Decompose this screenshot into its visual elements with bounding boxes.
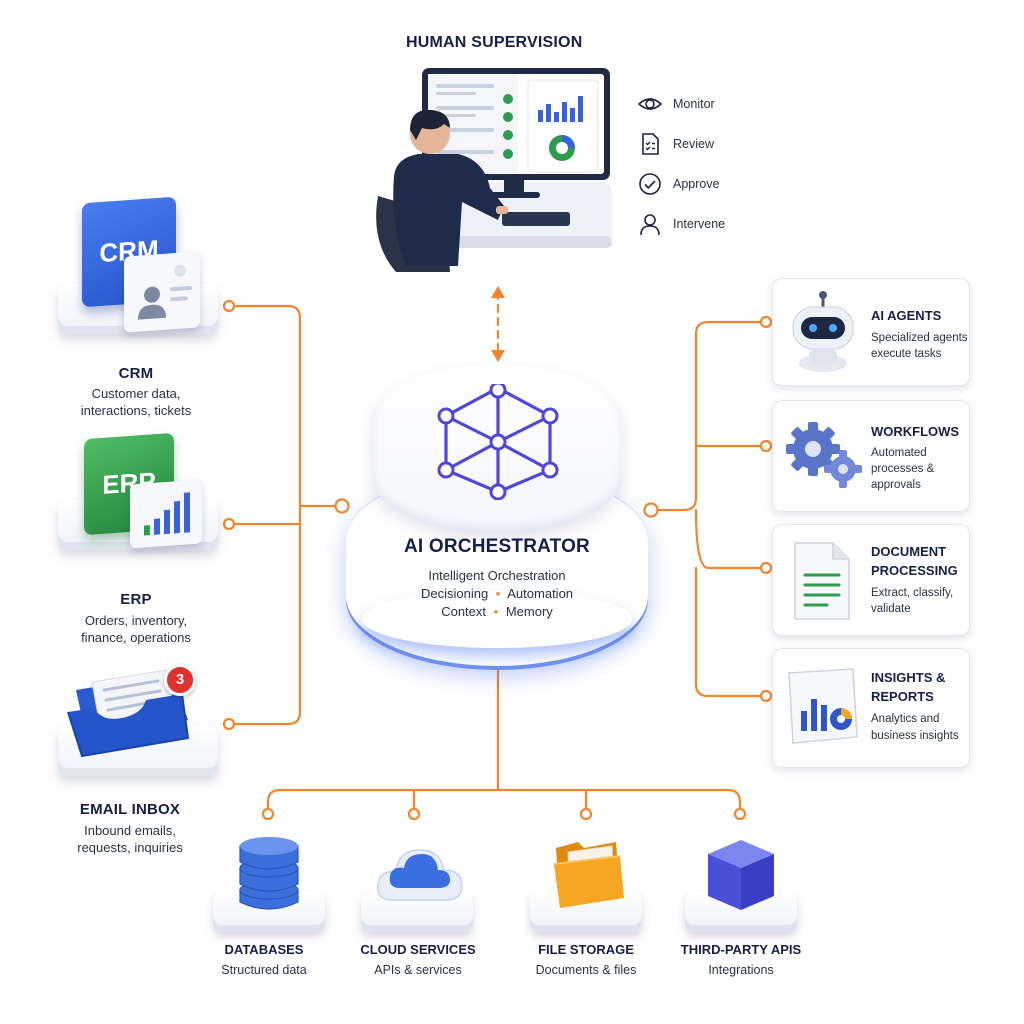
card-title: AI AGENTS — [871, 308, 942, 323]
data-desc: Structured data — [221, 963, 307, 977]
capability-decisioning: Decisioning — [420, 586, 489, 601]
crm-desc-line: Customer data, — [91, 386, 181, 401]
email-desc-line: requests, inquiries — [77, 840, 183, 855]
orchestrator-line3: Context • Memory — [372, 603, 622, 620]
data-title: FILE STORAGE — [538, 942, 634, 957]
card-desc: business insights — [871, 730, 959, 742]
card-desc: approvals — [871, 479, 921, 491]
erp-title: ERP — [120, 591, 152, 608]
card-workflows[interactable]: WORKFLOWS Automated processes & approval… — [772, 400, 970, 512]
action-review[interactable]: Review — [638, 132, 714, 156]
action-approve[interactable]: Approve — [638, 172, 720, 196]
orchestrator-line2: Decisioning • Automation — [372, 585, 622, 602]
action-intervene[interactable]: Intervene — [638, 212, 725, 236]
cloud-icon — [377, 849, 463, 901]
card-desc: validate — [871, 603, 911, 615]
card-desc: Analytics and — [871, 713, 940, 725]
card-insights-reports[interactable]: INSIGHTS & REPORTS Analytics and busines… — [772, 648, 970, 768]
card-title: REPORTS — [871, 689, 934, 704]
crm-desc: Customer data, interactions, tickets — [56, 385, 216, 419]
contact-avatar-icon — [138, 264, 192, 320]
card-desc: Specialized agents — [871, 332, 968, 344]
network-hexagon-icon — [437, 384, 559, 500]
data-desc: Documents & files — [535, 963, 637, 977]
capability-context: Context — [441, 604, 487, 619]
gears-icon — [786, 422, 862, 488]
data-desc: APIs & services — [374, 963, 462, 977]
erp-desc: Orders, inventory, finance, operations — [56, 612, 216, 646]
contact-card-icon — [124, 251, 200, 333]
email-desc-line: Inbound emails, — [84, 823, 176, 838]
cube-icon — [708, 840, 774, 910]
card-desc: Extract, classify, — [871, 587, 954, 599]
email-desc: Inbound emails, requests, inquiries — [50, 822, 210, 856]
unread-badge: 3 — [164, 664, 196, 696]
bar-chart-icon — [130, 479, 202, 549]
card-title: PROCESSING — [871, 563, 958, 578]
data-title: DATABASES — [224, 942, 304, 957]
crm-title: CRM — [118, 365, 154, 382]
data-title: CLOUD SERVICES — [360, 942, 476, 957]
erp-desc-line: Orders, inventory, — [84, 613, 188, 628]
action-label: Review — [673, 137, 714, 151]
supervision-title: HUMAN SUPERVISION — [406, 34, 583, 51]
action-label: Monitor — [673, 97, 715, 111]
email-title: EMAIL INBOX — [79, 801, 181, 818]
action-label: Approve — [673, 177, 720, 191]
card-title: DOCUMENT — [871, 544, 947, 559]
chart-icon — [788, 668, 858, 744]
card-desc: execute tasks — [871, 348, 942, 360]
person-icon — [640, 214, 660, 236]
database-icon — [239, 837, 299, 910]
card-title: WORKFLOWS — [871, 424, 960, 439]
orchestrator-line1: Intelligent Orchestration — [428, 568, 566, 583]
card-title: INSIGHTS & — [871, 670, 946, 685]
check-circle-icon — [639, 173, 661, 195]
card-desc: processes & — [871, 463, 935, 475]
card-desc: Automated — [871, 447, 927, 459]
orchestrator-title: AI ORCHESTRATOR — [404, 536, 590, 557]
capability-automation: Automation — [507, 586, 574, 601]
crm-desc-line: interactions, tickets — [80, 403, 192, 418]
capability-memory: Memory — [505, 604, 553, 619]
action-label: Intervene — [673, 217, 726, 231]
robot-icon — [792, 291, 854, 372]
card-ai-agents[interactable]: AI AGENTS Specialized agents execute tas… — [772, 278, 970, 386]
document-icon — [794, 542, 850, 620]
erp-desc-line: finance, operations — [81, 630, 191, 645]
checklist-icon — [642, 133, 659, 155]
data-title: THIRD-PARTY APIS — [680, 942, 802, 957]
separator-dot: • — [493, 604, 499, 619]
eye-icon — [638, 98, 662, 110]
inbox-tray-icon — [67, 669, 190, 758]
folder-icon — [553, 842, 624, 908]
action-monitor[interactable]: Monitor — [638, 92, 715, 116]
card-document-processing[interactable]: DOCUMENT PROCESSING Extract, classify, v… — [772, 524, 970, 636]
supervisor-at-desk-illustration — [376, 68, 612, 272]
separator-dot: • — [495, 586, 501, 601]
data-desc: Integrations — [708, 963, 774, 977]
